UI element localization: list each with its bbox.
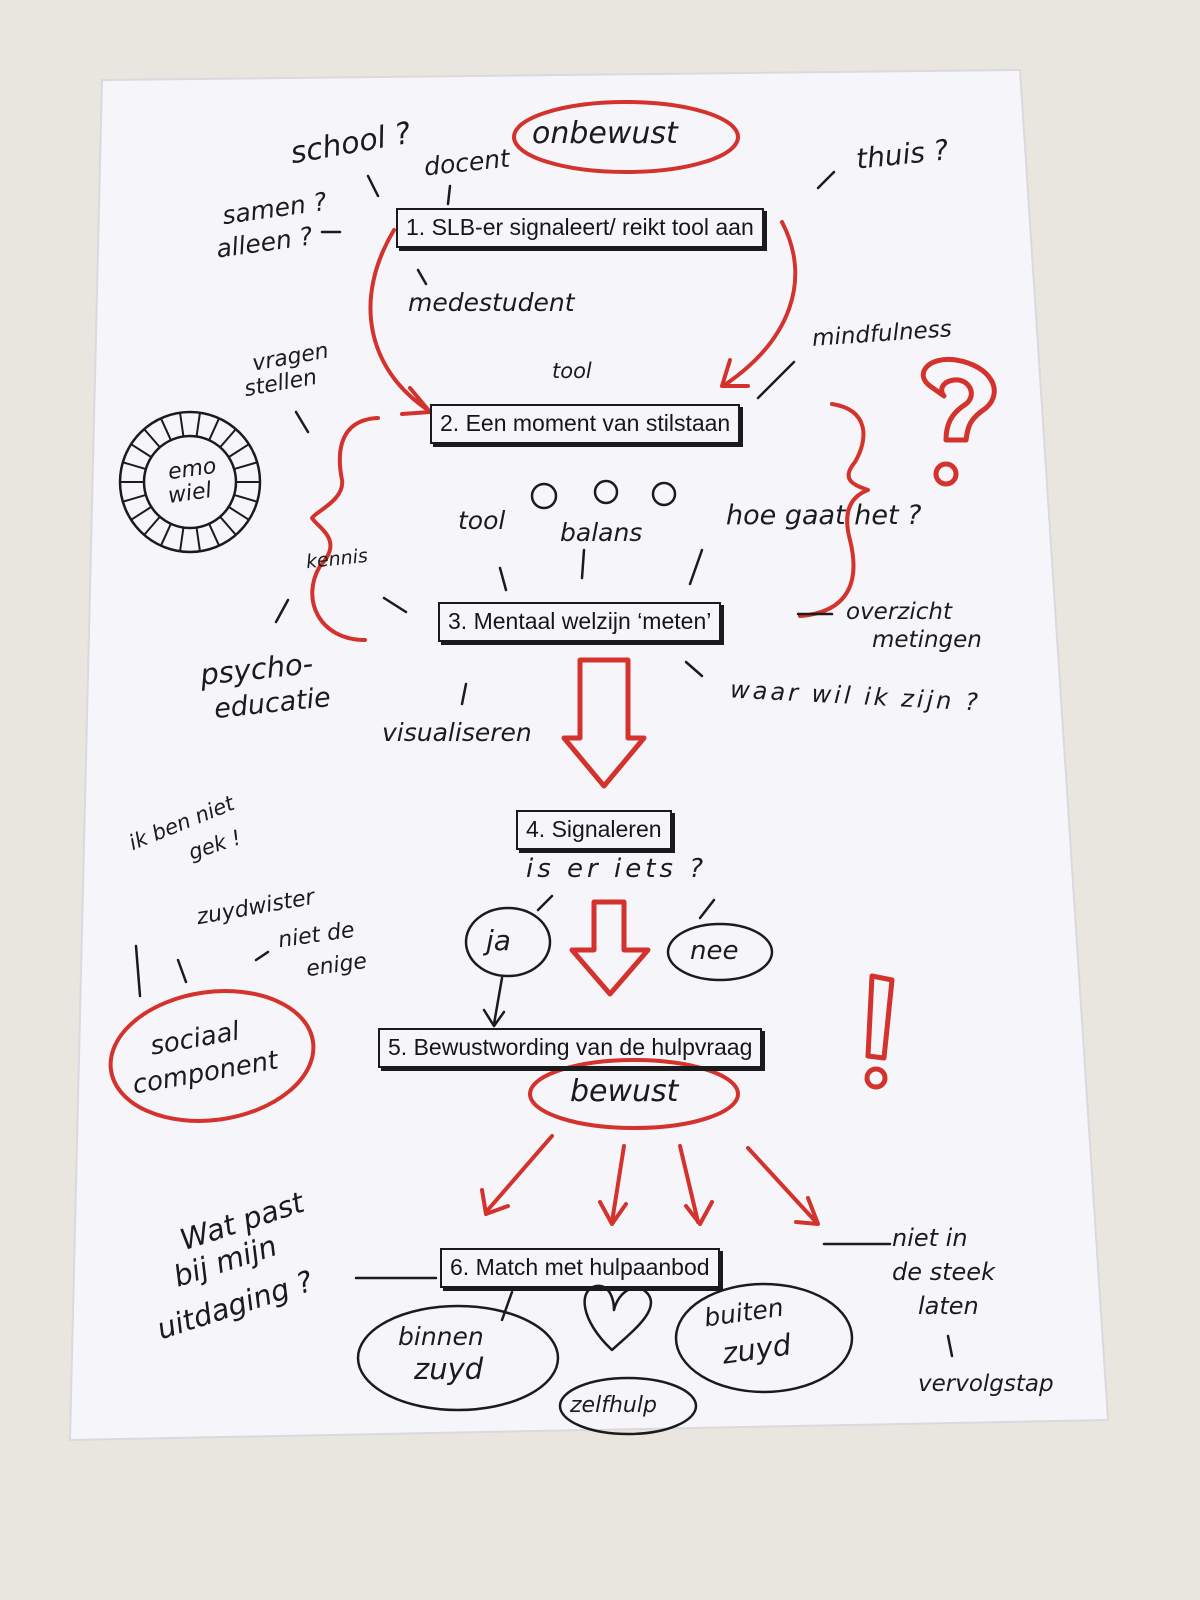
step-4-box: 4. Signaleren [516, 810, 672, 850]
note-tool-mid: tool [458, 506, 506, 535]
step-3-box: 3. Mentaal welzijn ‘meten’ [438, 602, 722, 642]
step-2-box: 2. Een moment van stilstaan [430, 404, 741, 444]
arrow-to-hulpaanbod-4 [746, 1146, 818, 1224]
step-6-box: 6. Match met hulpaanbod [440, 1248, 720, 1288]
note-metingen: metingen [872, 627, 982, 653]
note-laten: laten [918, 1292, 979, 1320]
question-mark [920, 356, 997, 443]
note-zelfhulp: zelfhulp [570, 1393, 657, 1418]
exclamation-dot [864, 1066, 888, 1090]
happy-face [651, 481, 677, 507]
note-medestudent: medestudent [408, 288, 575, 317]
note-binnen: binnen [398, 1322, 484, 1351]
note-visualiseren: visualiseren [382, 718, 532, 747]
question-mark-dot [933, 461, 959, 487]
neutral-face [593, 479, 619, 505]
step-5-box: 5. Bewustwording van de hulpvraag [378, 1028, 763, 1068]
note-tool-top: tool [552, 359, 592, 383]
note-zuyd-binnen: zuyd [414, 1352, 484, 1386]
note-de-steek: de steek [892, 1258, 995, 1286]
exclamation-mark [865, 973, 895, 1061]
arrow-to-hulpaanbod-2 [610, 1144, 626, 1224]
step-1-box: 1. SLB-er signaleert/ reikt tool aan [396, 208, 764, 248]
note-balans: balans [560, 518, 643, 547]
big-down-arrow-1 [561, 657, 647, 789]
note-wiel: wiel [166, 478, 214, 509]
heart-icon [583, 1284, 653, 1352]
note-hoe-gaat-het: hoe gaat het ? [726, 500, 922, 531]
note-is-er-iets: is er iets ? [526, 854, 708, 884]
right-curve-arrowhead [720, 358, 750, 388]
sociaal-component-oval [108, 989, 316, 1123]
arrow-to-hulpaanbod-1 [484, 1134, 554, 1214]
right-curve-arrow [724, 220, 798, 386]
note-niet-in: niet in [892, 1224, 968, 1252]
bewust-label: bewust [570, 1074, 679, 1109]
left-curve-arrow [368, 228, 430, 412]
sad-face [530, 482, 558, 510]
bewust-oval [528, 1058, 740, 1130]
paper-sheet [68, 68, 1110, 1442]
onbewust-label: onbewust [532, 116, 678, 151]
binnen-zuyd-oval [356, 1304, 560, 1412]
note-ja: ja [486, 924, 511, 957]
note-vervolgstap: vervolgstap [918, 1371, 1054, 1397]
left-brace [310, 416, 380, 642]
big-down-arrow-2 [569, 899, 651, 997]
zelfhulp-oval [558, 1376, 698, 1436]
note-nee: nee [690, 936, 739, 966]
arrow-to-hulpaanbod-3 [678, 1144, 700, 1224]
onbewust-oval [512, 100, 740, 174]
note-overzicht: overzicht [846, 599, 952, 625]
buiten-zuyd-oval [674, 1282, 854, 1394]
nee-oval [666, 922, 774, 982]
right-brace [798, 402, 870, 618]
ja-oval [464, 906, 552, 978]
